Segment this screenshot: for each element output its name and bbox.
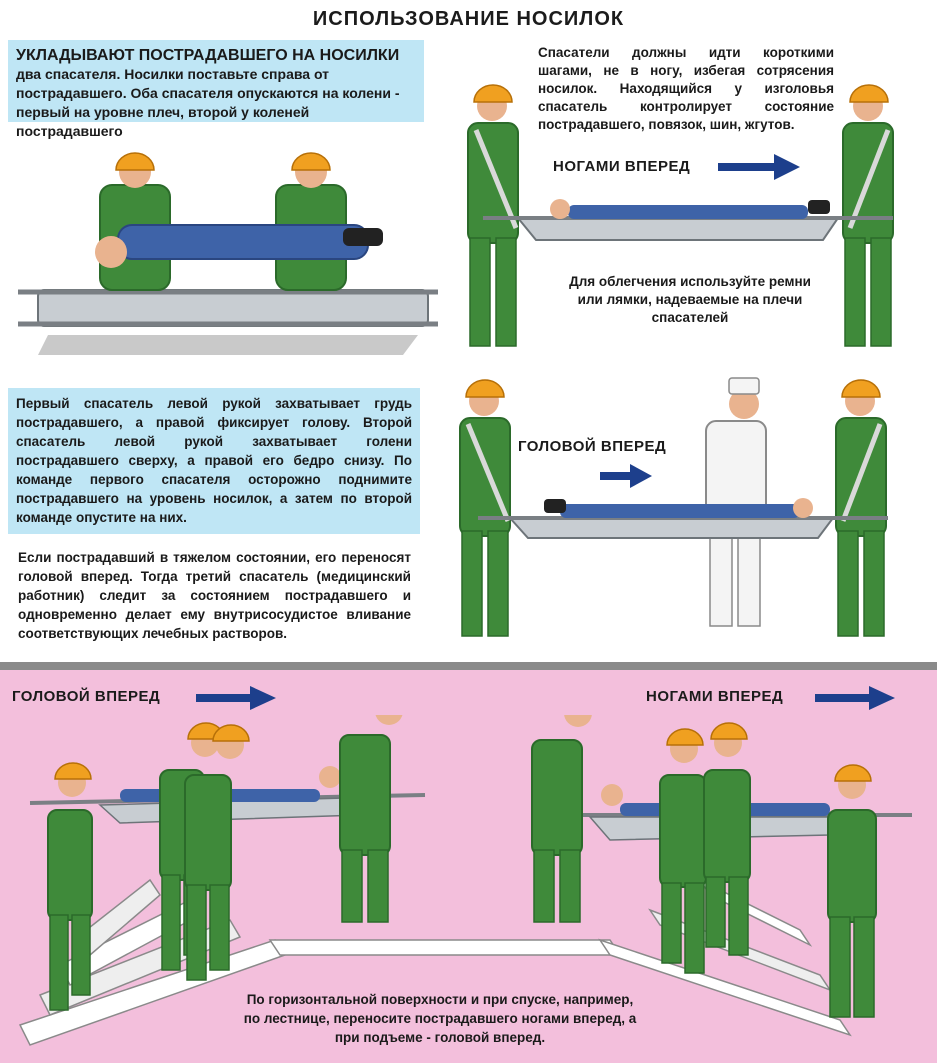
instruction-box-lifting: УКЛАДЫВАЮТ ПОСТРАДАВШЕГО НА НОСИЛКИ два … [8,40,424,139]
rescuer-figure [703,722,751,956]
helmet-icon [841,379,881,398]
page-title: ИСПОЛЬЗОВАНИЕ НОСИЛОК [312,8,625,30]
floor-shadow [38,335,418,355]
rescuer-figure [184,724,250,981]
helmet-icon [666,728,704,746]
section-divider [0,662,937,670]
victim-figure [544,498,813,518]
rescuer-figure [459,379,511,637]
illustration-lifting-onto-stretcher [18,152,438,355]
helmet-icon [212,724,250,742]
helmet-icon [710,722,748,740]
victim-figure [95,224,383,268]
carrying-instructions: Спасатели должны идти короткими шагами, … [538,45,834,132]
rescuer-figure [47,762,93,1011]
arrow-right-icon [815,686,895,710]
rescuer-figure [467,84,519,347]
helmet-icon [291,152,331,171]
landing [268,939,622,956]
helmet-icon [54,762,92,780]
illustration-carrying-head-first-with-medic [459,377,888,637]
rescuer-figure [99,152,171,291]
arrow-right-icon [600,464,652,488]
rescuer-figure [827,764,877,1018]
rescuer-figure [275,152,347,291]
helmet-icon [465,379,505,398]
helmet-icon [115,152,155,171]
direction-label-feet-first-down: НОГАМИ ВПЕРЕД [646,688,784,705]
instruction-rest: два спасателя. Носилки поставьте справа … [16,66,400,139]
rescuer-figure [835,379,887,637]
helmet-icon [834,764,872,782]
medic-figure [705,377,767,627]
rescuer-figure [659,728,707,974]
illustration-stairs-carrying [18,715,912,1046]
direction-label-head-first-up: ГОЛОВОЙ ВПЕРЕД [12,688,161,705]
straps-note: Для облегчения используйте ремни или лям… [569,274,811,325]
arrow-right-icon [196,686,276,710]
stretcher [37,289,429,327]
stretcher [515,217,840,241]
helmet-icon [849,84,889,103]
stretcher [507,517,835,539]
victim-figure [550,199,830,219]
direction-label-feet-first: НОГАМИ ВПЕРЕД [553,158,691,175]
severe-condition-instructions: Если пострадавший в тяжелом состоянии, е… [18,550,411,641]
direction-label-head-first: ГОЛОВОЙ ВПЕРЕД [518,438,667,455]
helmet-icon [473,84,513,103]
stairs-caption: По горизонтальной поверхности и при спус… [243,992,637,1045]
instruction-box-transfer: Первый спасатель левой рукой захватывает… [8,388,420,534]
rescuer-figure [339,715,403,923]
rescuer-figure [842,84,894,347]
instruction-lead: УКЛАДЫВАЮТ ПОСТРАДАВШЕГО НА НОСИЛКИ [16,47,400,64]
arrow-right-icon [718,154,800,180]
rescuer-figure [531,715,592,923]
illustration-carrying-feet-first [467,84,894,347]
